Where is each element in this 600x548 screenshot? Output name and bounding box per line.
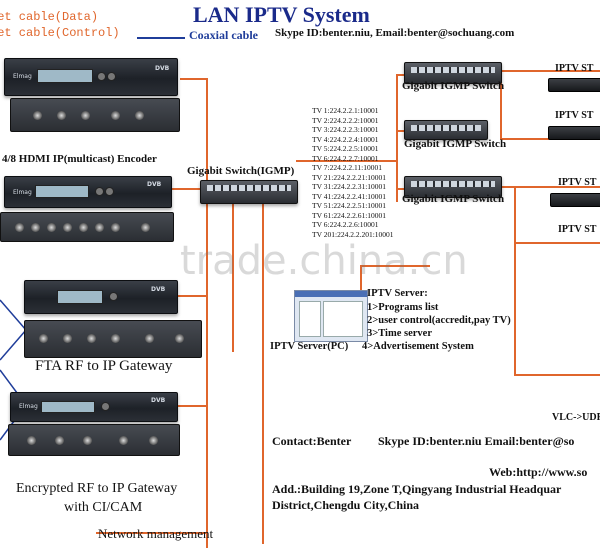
contact-address-2: District,Chengdu City,China — [272, 498, 420, 512]
encoder-logo: Elmag — [13, 189, 32, 196]
iptv-stb-1 — [548, 78, 600, 92]
contact-name: Contact:Benter — [272, 434, 352, 448]
channel-entry: TV 2:224.2.2.2:10001 — [312, 115, 379, 125]
skype-header: Skype ID:benter.niu, Email:benter@sochua… — [275, 27, 515, 39]
cable-encoder-1 — [180, 78, 208, 80]
channel-entry: TV 6:224.2.2.7:10001 — [312, 153, 379, 163]
fta-label: FTA RF to IP Gateway — [35, 358, 173, 374]
iptv-stb-label-2: IPTV ST — [555, 110, 594, 121]
legend-data-cable: net cable(Data) — [0, 10, 99, 24]
channel-entry: TV 31:224.2.2.31:10001 — [312, 182, 387, 191]
server-item: 4>Advertisement System — [362, 341, 474, 352]
channel-entry: TV 41:224.2.2.41:10001 — [312, 191, 387, 201]
iptv-stb-label-1: IPTV ST — [555, 63, 594, 74]
cable-encrypted — [176, 405, 208, 407]
cable-server — [360, 265, 430, 267]
cable-stb-1 — [500, 70, 600, 72]
igmp-switch-3-label: Gigabit IGMP Switch — [402, 193, 505, 205]
iptv-server-pc — [294, 290, 368, 342]
cable-switch-down — [232, 202, 234, 352]
watermark: trade.china.cn — [180, 238, 468, 284]
channel-entry: TV 6:224.2.2.6:10001 — [312, 220, 379, 229]
igmp-switch-2-label: Gigabit IGMP Switch — [404, 138, 507, 150]
igmp-switch-1-label: Gigabit IGMP Switch — [402, 80, 505, 92]
encoder-label: 4/8 HDMI IP(multicast) Encoder — [2, 153, 157, 165]
channel-entry: TV 5:224.2.2.5:10001 — [312, 144, 379, 153]
encoder-lcd — [37, 69, 93, 83]
dvb-tag: DVB — [151, 286, 166, 293]
igmp-switch-3 — [404, 176, 502, 198]
iptv-stb-label-3: IPTV ST — [558, 177, 597, 188]
encoder-knob — [107, 72, 116, 81]
channel-entry: TV 51:224.2.2.51:10001 — [312, 201, 387, 210]
fta-gateway-rear — [24, 320, 202, 358]
cable-igmp-trunk — [396, 74, 398, 202]
cable-server-drop — [360, 265, 362, 293]
encoder-rear-1 — [10, 98, 180, 132]
server-item: 1>Programs list — [367, 302, 439, 313]
encoder-logo: Elmag — [13, 73, 32, 80]
server-heading: IPTV Server: — [367, 288, 428, 299]
dvb-tag: DVB — [151, 397, 166, 404]
server-item: 3>Time server — [367, 328, 432, 339]
iptv-stb-label-4: IPTV ST — [558, 224, 597, 235]
encoder-knob — [97, 72, 106, 81]
dvb-tag: DVB — [147, 181, 162, 188]
contact-address-1: Add.:Building 19,Zone T,Qingyang Industr… — [272, 482, 562, 496]
coaxial-legend-line — [137, 37, 185, 39]
igmp-switch-1 — [404, 62, 502, 84]
cable-stb-3 — [500, 186, 600, 188]
channel-entry: TV 7:224.2.2.11:10001 — [312, 163, 383, 172]
channel-entry: TV 3:224.2.2.3:10001 — [312, 125, 379, 134]
page-title: LAN IPTV System — [193, 2, 370, 27]
cable-stb-5 — [514, 374, 600, 376]
encoder-rear-2 — [0, 212, 174, 242]
encrypted-gateway-front: Elmag DVB — [10, 392, 178, 422]
cable-switch-mgmt — [262, 202, 264, 544]
legend-coaxial-cable: Coaxial cable — [189, 28, 258, 42]
cable-igmp-3 — [396, 188, 404, 190]
channel-entry: TV 21:224.2.2.21:10001 — [312, 172, 387, 182]
encrypted-gateway-rear — [8, 424, 180, 456]
igmp-switch-2 — [404, 120, 488, 140]
server-item: 2>user control(accredit,pay TV) — [367, 315, 511, 326]
encrypted-label-2: with CI/CAM — [64, 500, 143, 515]
gigabit-switch-label: Gigabit Switch(IGMP) — [187, 165, 295, 177]
dvb-tag: DVB — [155, 65, 170, 72]
iptv-server-label: IPTV Server(PC) — [270, 341, 349, 352]
cable-igmp-1 — [396, 74, 404, 76]
cable-fta — [176, 295, 208, 297]
channel-entry: TV 1:224.2.2.1:10001 — [312, 106, 379, 115]
cable-switch-igmp — [296, 160, 396, 162]
cable-encoder-2 — [170, 188, 208, 190]
channel-entry: TV 201:224.2.2.201:10001 — [312, 229, 394, 239]
encrypted-label-1: Encrypted RF to IP Gateway — [16, 481, 178, 496]
network-management-label: Network management — [98, 526, 214, 541]
cable-trunk-left — [206, 78, 208, 548]
cable-stb-drop-1 — [500, 70, 502, 140]
iptv-stb-3 — [550, 193, 600, 207]
cable-stb-drop-2 — [514, 186, 516, 376]
legend-control-cable: net cable(Control) — [0, 26, 120, 40]
contact-skype: Skype ID:benter.niu Email:benter@so — [378, 434, 575, 448]
fta-gateway-front: DVB — [24, 280, 178, 314]
iptv-stb-2 — [548, 126, 600, 140]
cable-igmp-2 — [396, 130, 404, 132]
encoder-front-2: Elmag DVB — [4, 176, 172, 208]
contact-web: Web:http://www.so — [489, 465, 588, 479]
encoder-logo: Elmag — [19, 403, 38, 410]
channel-entry: TV 61:224.2.2.61:10001 — [312, 210, 387, 220]
channel-entry: TV 4:224.2.2.4:10001 — [312, 134, 379, 144]
gigabit-switch — [200, 180, 298, 204]
cable-stb-4 — [514, 242, 600, 244]
cable-net-mgmt — [96, 532, 208, 534]
encoder-front-1: Elmag DVB — [4, 58, 178, 96]
vlc-label: VLC->UDP — [552, 412, 600, 423]
